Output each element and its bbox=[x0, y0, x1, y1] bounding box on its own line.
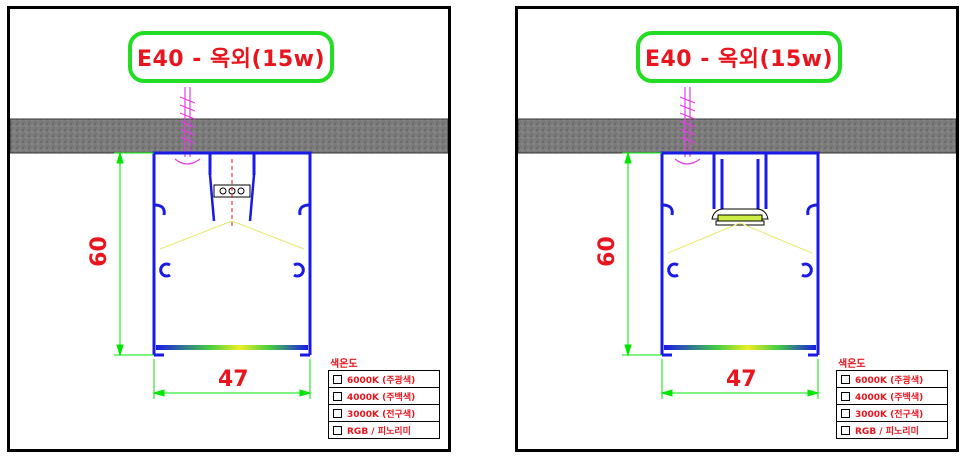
led-strip bbox=[664, 345, 816, 350]
legend-option-3000k[interactable]: 3000K (전구색) bbox=[837, 405, 947, 422]
product-title: E40 - 옥외(15w) bbox=[136, 47, 326, 72]
screw-icon bbox=[174, 87, 201, 165]
checkbox[interactable] bbox=[841, 391, 850, 401]
led-holder bbox=[208, 174, 256, 222]
dimension-lines bbox=[114, 151, 312, 399]
width-dimension-label: 47 bbox=[218, 367, 249, 392]
legend-option-4000k[interactable]: 4000K (주백색) bbox=[329, 388, 439, 405]
profile-drawing-left bbox=[10, 87, 448, 399]
legend-option-rgb[interactable]: RGB / 피노리미 bbox=[837, 422, 947, 438]
legend-title: 색온도 bbox=[838, 359, 866, 370]
ceiling-slab bbox=[10, 118, 448, 154]
light-beam bbox=[667, 222, 813, 254]
checkbox[interactable] bbox=[333, 391, 342, 401]
led-holder bbox=[711, 208, 769, 226]
height-dimension-label: 60 bbox=[86, 236, 112, 267]
screw-icon bbox=[674, 87, 701, 165]
aluminum-profile bbox=[660, 151, 820, 357]
color-temp-legend: 색온도 6000K (주광색) 4000K (주백색) 3000K (전구색) … bbox=[836, 355, 948, 439]
ceiling-slab bbox=[518, 118, 956, 154]
light-beam bbox=[159, 220, 305, 250]
legend-title: 색온도 bbox=[330, 359, 358, 370]
diagram-panel-left: E40 - 옥외(15w) 60 47 색온도 6000K (주광색) 4000… bbox=[7, 6, 451, 452]
product-title-box: E40 - 옥외(15w) bbox=[128, 31, 334, 83]
color-temp-legend: 색온도 6000K (주광색) 4000K (주백색) 3000K (전구색) … bbox=[328, 355, 440, 439]
profile-drawing-right bbox=[518, 87, 956, 399]
checkbox[interactable] bbox=[841, 425, 850, 435]
led-strip bbox=[156, 345, 308, 350]
legend-option-rgb[interactable]: RGB / 피노리미 bbox=[329, 422, 439, 438]
product-title: E40 - 옥외(15w) bbox=[644, 47, 834, 72]
checkbox[interactable] bbox=[841, 374, 850, 384]
legend-option-6000k[interactable]: 6000K (주광색) bbox=[837, 371, 947, 388]
checkbox[interactable] bbox=[333, 374, 342, 384]
width-dimension-label: 47 bbox=[726, 367, 757, 392]
diagram-panel-right: E40 - 옥외(15w) 60 47 색온도 6000K (주광색) 4000… bbox=[515, 6, 959, 452]
legend-option-3000k[interactable]: 3000K (전구색) bbox=[329, 405, 439, 422]
legend-option-6000k[interactable]: 6000K (주광색) bbox=[329, 371, 439, 388]
height-dimension-label: 60 bbox=[594, 236, 620, 267]
checkbox[interactable] bbox=[333, 425, 342, 435]
aluminum-profile bbox=[152, 151, 312, 357]
checkbox[interactable] bbox=[333, 408, 342, 418]
dimension-lines bbox=[622, 151, 820, 399]
legend-option-4000k[interactable]: 4000K (주백색) bbox=[837, 388, 947, 405]
product-title-box: E40 - 옥외(15w) bbox=[636, 31, 842, 83]
checkbox[interactable] bbox=[841, 408, 850, 418]
